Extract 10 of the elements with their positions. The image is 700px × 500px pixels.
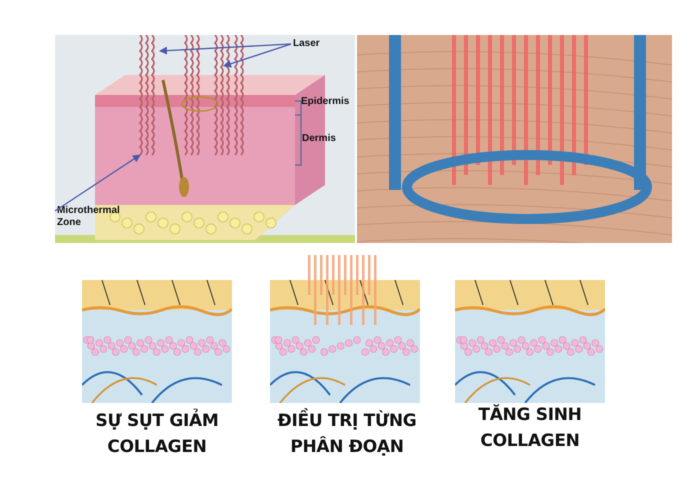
panel-caption: SỰ SỤT GIẢM COLLAGEN [72,408,242,461]
panel-caption: ĐIỀU TRỊ TỪNG PHÂN ĐOẠN [262,408,432,461]
callout-label: Laser [293,38,320,49]
leader-line [223,43,292,68]
leader-line [159,43,292,55]
callout-label: Microthermal Zone [57,205,120,228]
panel-caption: TĂNG SINH COLLAGEN [477,403,583,454]
layer-label: Dermis [302,133,337,144]
layer-label: Epidermis [301,96,350,107]
leader-line [54,154,141,212]
